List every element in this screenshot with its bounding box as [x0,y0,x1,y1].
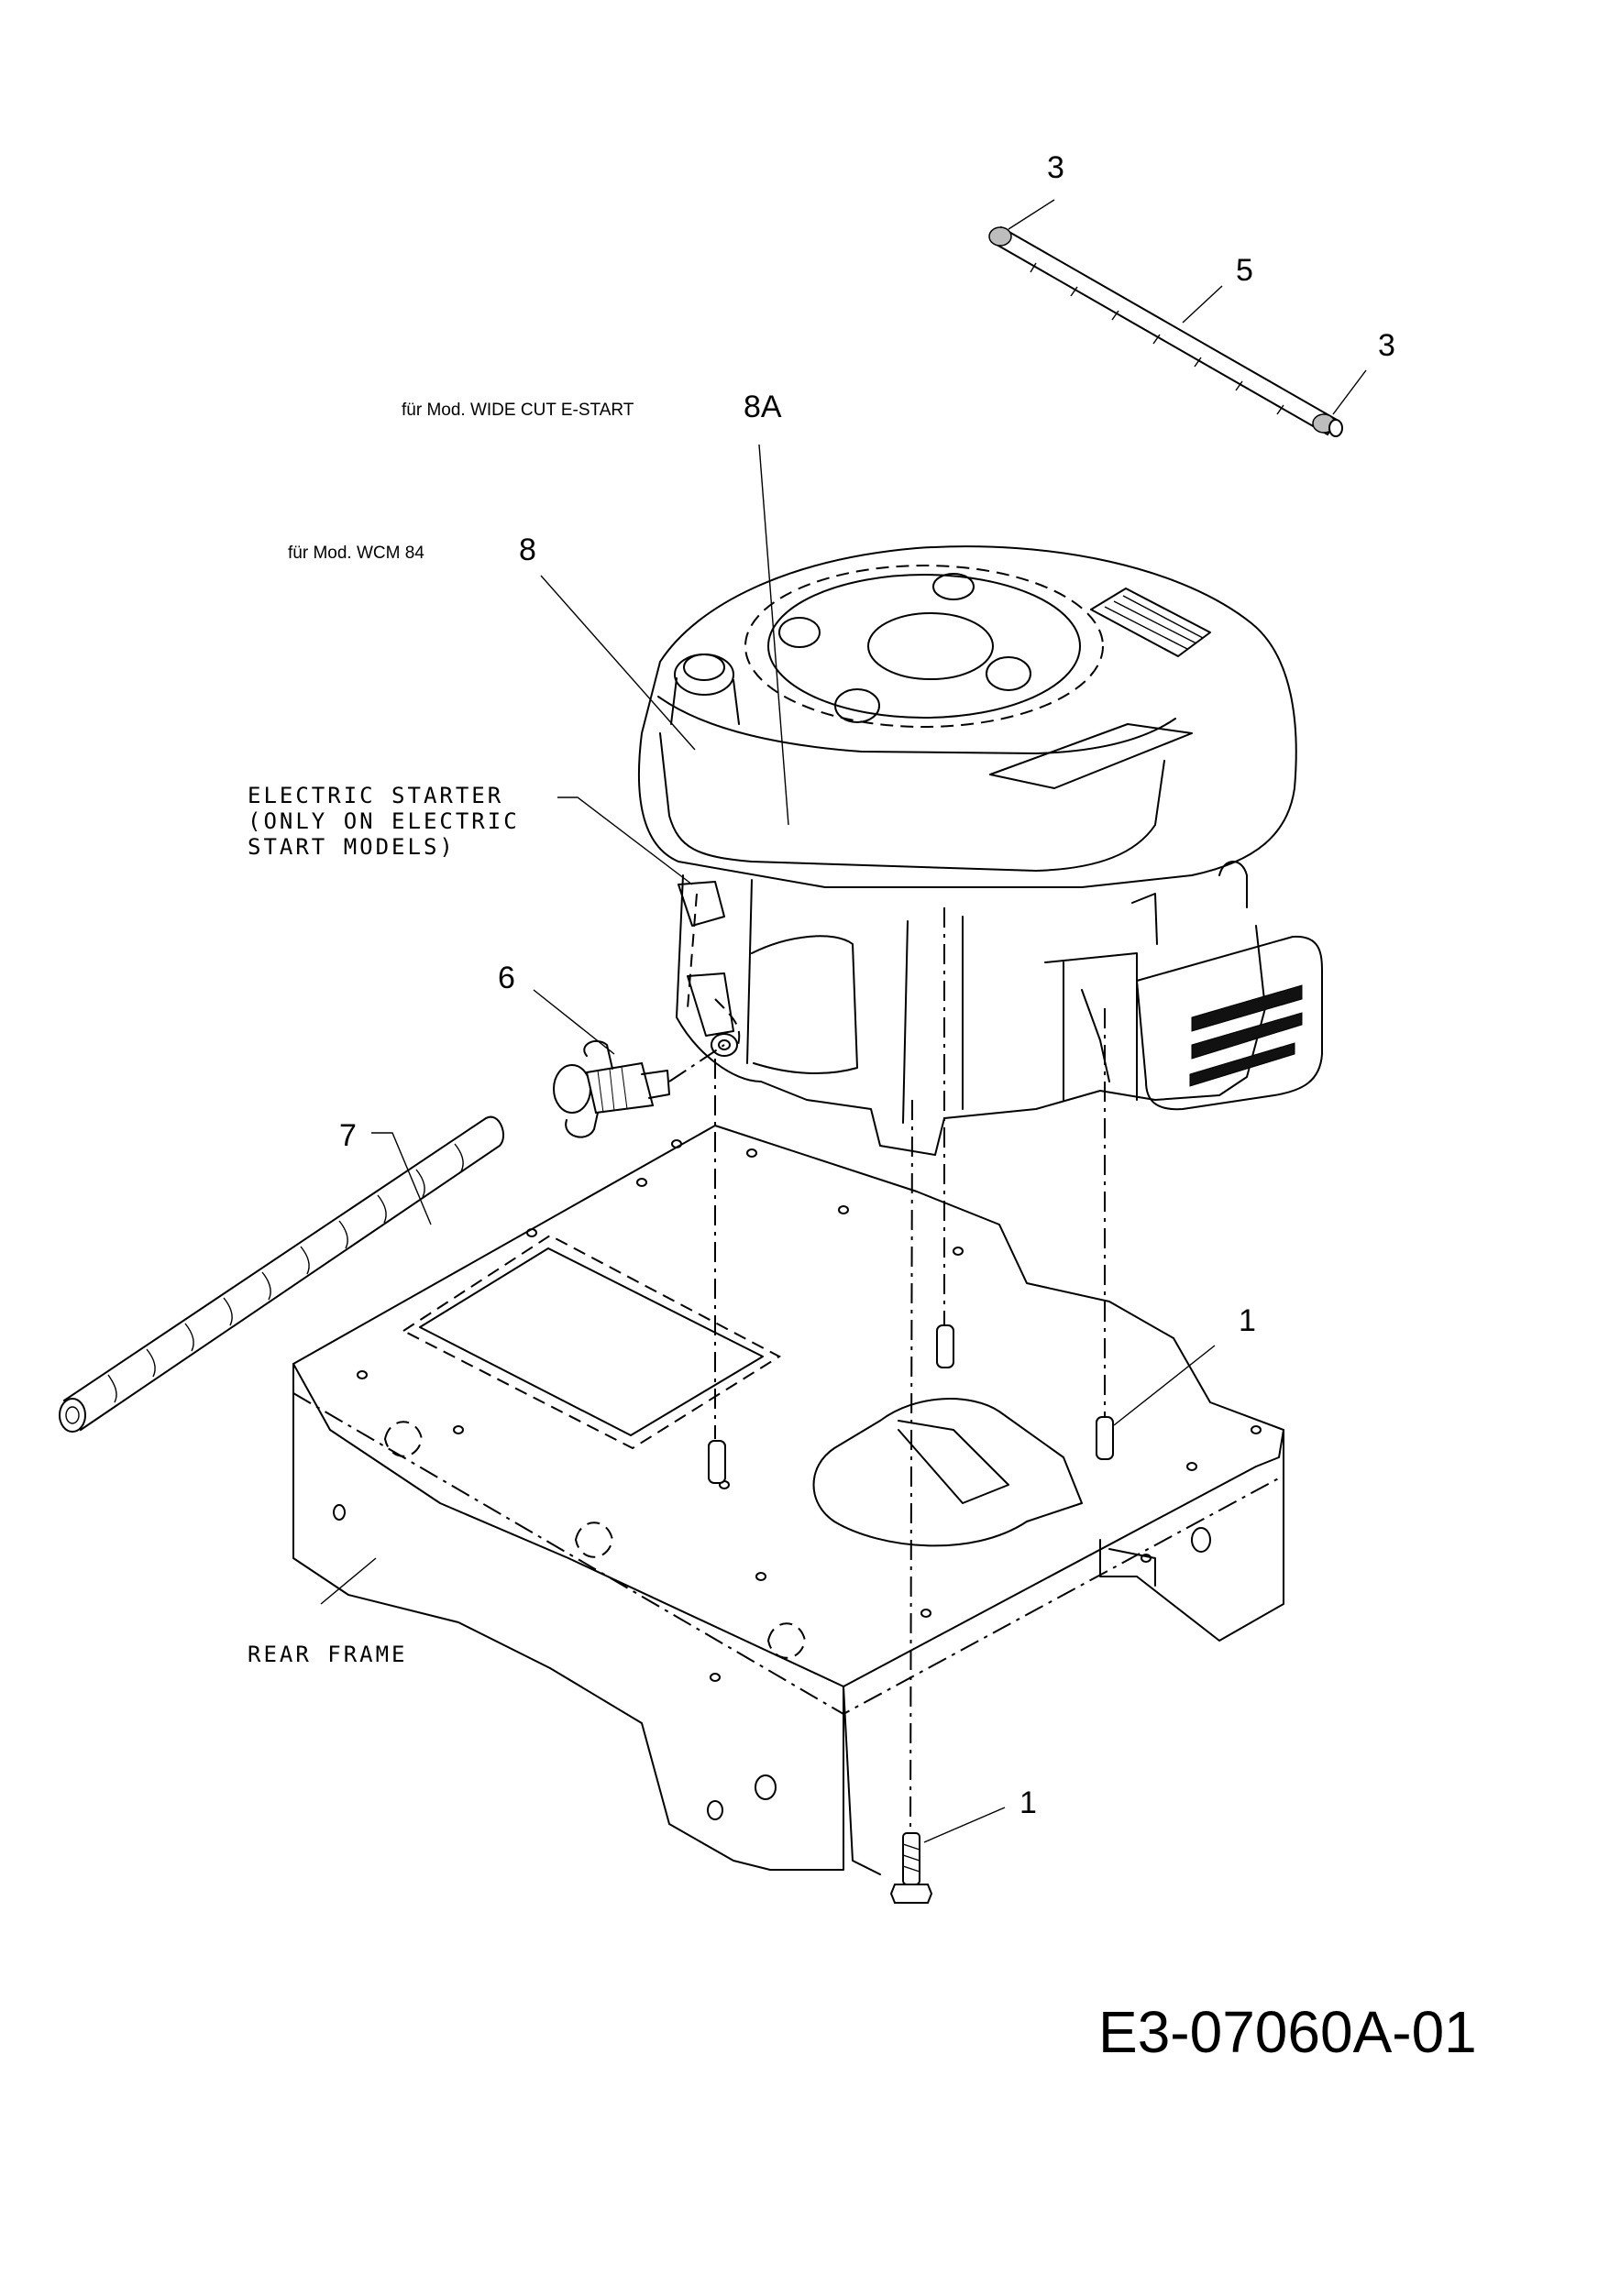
note-wide-cut: für Mod. WIDE CUT E-START [402,401,634,420]
engine-drawing [638,545,1323,1156]
callout-8: 8 [519,533,536,567]
hose-part-5 [988,225,1343,437]
callout-8a: 8A [744,390,782,424]
drawing-code: E3-07060A-01 [1098,1999,1477,2065]
bolt-drawing [889,1832,933,1904]
callout-1-upper: 1 [1239,1303,1256,1338]
hose-clamp-top [988,226,1012,247]
callout-5: 5 [1236,253,1253,288]
hose-cover-part-7 [59,1115,504,1433]
callout-6: 6 [498,961,515,995]
callout-7: 7 [339,1118,357,1153]
note-wcm: für Mod. WCM 84 [288,544,424,563]
note-starter-line2: (ONLY ON ELECTRIC [248,808,520,834]
callout-1-lower: 1 [1019,1785,1037,1820]
note-rear-frame: REAR FRAME [248,1642,408,1667]
rear-frame-drawing [292,1125,1284,1875]
callout-3-right: 3 [1378,328,1395,363]
fuel-valve-drawing [553,1039,670,1138]
callout-3-top: 3 [1047,150,1064,185]
note-starter-line1: ELECTRIC STARTER [248,783,504,808]
pin-parts-1 [708,1324,1114,1484]
note-starter-line3: START MODELS) [248,834,456,860]
